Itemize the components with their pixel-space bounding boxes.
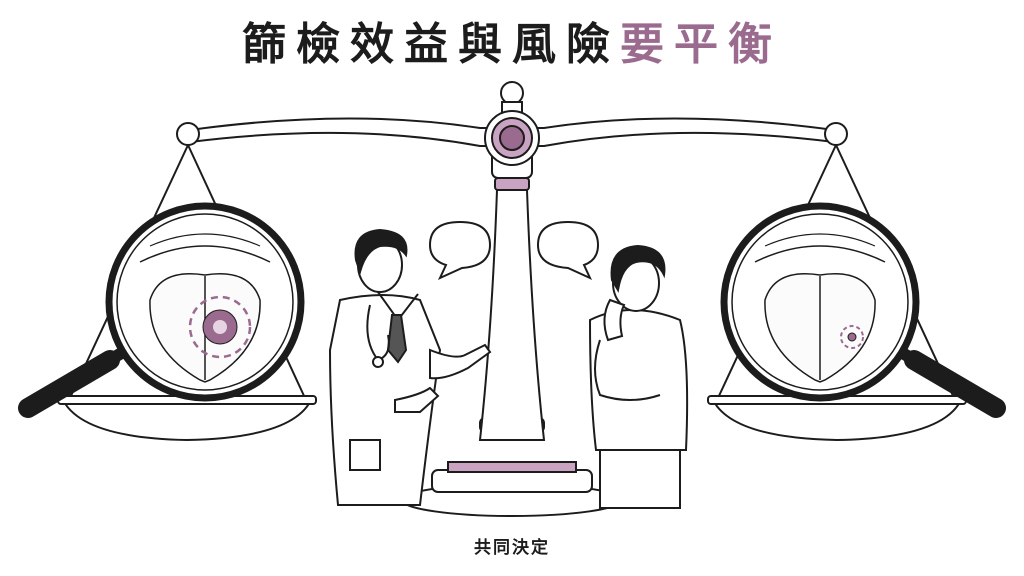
speech-bubble-icon: [428, 220, 600, 281]
page-title: 篩檢效益與風險要平衡: [0, 8, 1024, 72]
magnifier-icon-right: [720, 202, 1006, 418]
left-pan: [57, 144, 317, 442]
caption-shared-decision: 共同決定: [474, 538, 550, 558]
magnifier-icon-left: [18, 202, 305, 418]
doctor-figure: [328, 228, 492, 506]
title-main: 篩檢效益與風險: [242, 19, 620, 70]
scale-pillar: [478, 149, 546, 441]
scale-pivot: [484, 81, 540, 166]
title-accent: 要平衡: [620, 19, 782, 70]
patient-figure: [588, 244, 689, 509]
